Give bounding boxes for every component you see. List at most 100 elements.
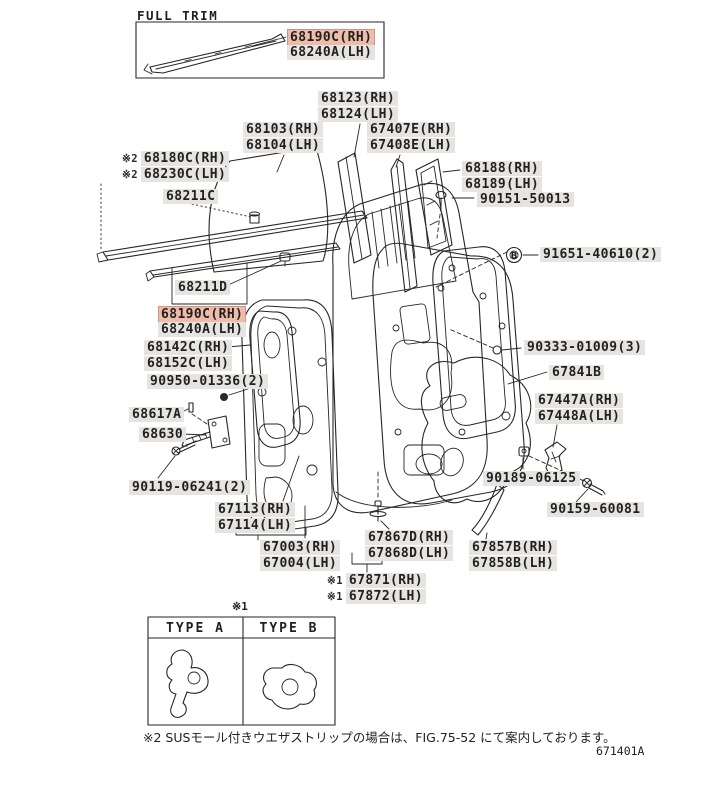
- part-label-90159[interactable]: 90159-60081: [547, 502, 644, 517]
- part-number: 68152C(LH): [144, 356, 233, 371]
- clip-90333: [448, 328, 522, 355]
- part-number: 68104(LH): [243, 138, 324, 153]
- part-number: 68240A(LH): [287, 45, 376, 60]
- division-bar-shape: [390, 158, 418, 293]
- part-number: 90159-60081: [547, 502, 644, 517]
- door-check-shapes: [157, 402, 231, 479]
- leader-68190c-trim: [251, 36, 287, 47]
- door-shell-shape: [304, 183, 488, 539]
- screw-90151: [435, 190, 447, 239]
- holder-67447a-group: [518, 424, 606, 503]
- note-prefix: ※1: [327, 575, 343, 587]
- part-number: 67871(RH): [345, 573, 426, 588]
- type-a-section-shape: [166, 649, 209, 718]
- part-number: 68190C(RH): [158, 306, 247, 323]
- part-number: 68123(RH): [318, 91, 399, 106]
- trim-strip-shape: [149, 33, 286, 74]
- part-number: 67868D(LH): [365, 546, 454, 561]
- note-prefix: ※2: [122, 153, 138, 165]
- part-number: 90333-01009(3): [524, 340, 646, 355]
- bolt-90119: [171, 446, 181, 456]
- part-number: 68211D: [175, 280, 231, 295]
- type-b-header: TYPE B: [259, 621, 319, 636]
- note-prefix: ※2: [122, 169, 138, 181]
- part-label-68630[interactable]: 68630: [139, 427, 187, 442]
- part-number: 68240A(LH): [158, 322, 247, 337]
- part-number: 68230C(LH): [140, 167, 230, 182]
- part-label-68123[interactable]: 68123(RH): [318, 91, 399, 106]
- part-label-68103[interactable]: 68103(RH): [243, 122, 324, 137]
- part-label-68211c[interactable]: 68211C: [163, 189, 219, 204]
- part-label-68124[interactable]: 68124(LH): [318, 107, 399, 122]
- part-label-67447a[interactable]: 67447A(RH): [535, 393, 624, 408]
- weatherstrip-loop-shape: [432, 246, 516, 440]
- diagram-code: 671401A: [596, 744, 645, 758]
- wedge-67857b: [471, 483, 505, 540]
- quarter-frame-shape: [415, 158, 453, 256]
- part-number: 67841B: [549, 365, 605, 380]
- part-number: 67003(RH): [260, 540, 341, 555]
- part-number: 90119-06241(2): [129, 480, 251, 495]
- part-label-68142c[interactable]: 68142C(RH): [144, 340, 233, 355]
- part-number: 68630: [139, 427, 187, 442]
- part-label-67004[interactable]: 67004(LH): [260, 556, 341, 571]
- part-number: 90950-01336(2): [147, 374, 269, 389]
- part-number: 67004(LH): [260, 556, 341, 571]
- part-number: 68103(RH): [243, 122, 324, 137]
- part-number: 67114(LH): [215, 518, 296, 533]
- part-label-67867d[interactable]: 67867D(RH): [365, 530, 454, 545]
- type-table-note: ※1: [232, 600, 248, 613]
- part-label-67114[interactable]: 67114(LH): [215, 518, 296, 533]
- part-label-68190c-trim[interactable]: 68190C(RH): [287, 29, 376, 46]
- part-label-68211d[interactable]: 68211D: [175, 280, 231, 295]
- check-strap-bracket: [207, 415, 231, 449]
- part-label-68104[interactable]: 68104(LH): [243, 138, 324, 153]
- part-label-68188[interactable]: 68188(RH): [462, 161, 543, 176]
- part-label-68240a[interactable]: 68240A(LH): [158, 322, 247, 337]
- screw-90159: [581, 477, 593, 489]
- part-label-67003[interactable]: 67003(RH): [260, 540, 341, 555]
- part-label-67408e[interactable]: 67408E(LH): [367, 138, 456, 153]
- part-label-68189[interactable]: 68189(LH): [462, 177, 543, 192]
- footnote: ※2 SUSモール付きウエザストリップの場合は、FIG.75-52 にて案内して…: [143, 730, 616, 745]
- part-label-90119[interactable]: 90119-06241(2): [129, 480, 251, 495]
- part-label-67841b[interactable]: 67841B: [549, 365, 605, 380]
- pin-68617a: [188, 402, 194, 413]
- part-label-67448a[interactable]: 67448A(LH): [535, 409, 624, 424]
- part-number: 67872(LH): [345, 589, 426, 604]
- part-number: 68180C(RH): [140, 151, 230, 166]
- part-label-68190c[interactable]: 68190C(RH): [158, 306, 247, 323]
- part-label-67857b[interactable]: 67857B(RH): [469, 540, 558, 555]
- part-label-68152c[interactable]: 68152C(LH): [144, 356, 233, 371]
- part-label-90950[interactable]: 90950-01336(2): [147, 374, 269, 389]
- top-leaders: [276, 123, 475, 199]
- part-number: 68188(RH): [462, 161, 543, 176]
- part-label-67868d[interactable]: 67868D(LH): [365, 546, 454, 561]
- nut-90189: [518, 446, 530, 457]
- full-trim-title: FULL TRIM: [137, 8, 219, 23]
- part-label-67113[interactable]: 67113(RH): [215, 502, 296, 517]
- part-number: 91651-40610(2): [540, 247, 662, 262]
- type-a-header: TYPE A: [166, 621, 225, 636]
- part-number: 68124(LH): [318, 107, 399, 122]
- part-label-67407e[interactable]: 67407E(RH): [367, 122, 456, 137]
- part-number: 67447A(RH): [535, 393, 624, 408]
- part-label-90151[interactable]: 90151-50013: [477, 192, 574, 207]
- bracket-67447a: [544, 441, 567, 478]
- part-number: 67448A(LH): [535, 409, 624, 424]
- part-label-90189[interactable]: 90189-06125: [483, 471, 580, 486]
- part-label-90333[interactable]: 90333-01009(3): [524, 340, 646, 355]
- part-label-68617a[interactable]: 68617A: [129, 407, 185, 422]
- part-number: 90189-06125: [483, 471, 580, 486]
- part-label-67858b[interactable]: 67858B(LH): [469, 556, 558, 571]
- part-label-68240a-trim[interactable]: 68240A(LH): [287, 45, 376, 60]
- part-number: 90151-50013: [477, 192, 574, 207]
- pushpin-67867d: [369, 471, 390, 530]
- belt-molding-shapes: [96, 183, 368, 305]
- part-label-91651[interactable]: 91651-40610(2): [540, 247, 662, 262]
